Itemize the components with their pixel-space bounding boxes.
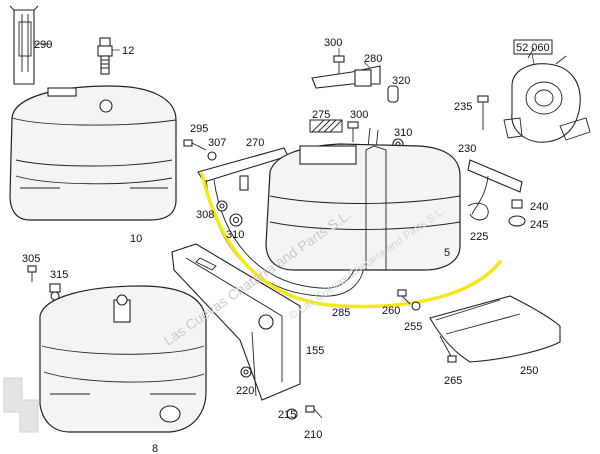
label-275: 275	[312, 109, 330, 121]
screw-300-mid	[347, 121, 359, 142]
screw-left-bracket	[239, 175, 249, 191]
label-295: 295	[190, 123, 208, 135]
label-320: 320	[392, 75, 410, 87]
bracket-155	[171, 243, 301, 401]
label-240: 240	[530, 201, 548, 213]
screw-305	[27, 265, 37, 282]
fuel-tank-8	[39, 285, 207, 433]
label-255: 255	[404, 321, 422, 333]
washer-220	[240, 366, 252, 378]
screw-265	[439, 335, 457, 363]
washer-310-left	[229, 213, 243, 227]
nut-315	[49, 283, 61, 301]
screw-260	[397, 289, 411, 305]
label-310-left: 310	[226, 229, 244, 241]
label-230: 230	[458, 143, 476, 155]
bracket-290	[9, 5, 39, 85]
label-10: 10	[130, 233, 142, 245]
pad-275	[309, 119, 343, 133]
pump-assembly-52060	[503, 39, 591, 143]
fuel-tank-10	[9, 85, 177, 221]
label-5: 5	[444, 247, 450, 259]
bracket-280	[311, 65, 381, 89]
heat-shield-250	[429, 295, 561, 363]
label-250: 250	[520, 365, 538, 377]
washer-255	[411, 301, 421, 311]
washer-308	[216, 200, 228, 212]
screw-295	[183, 139, 207, 151]
label-235: 235	[454, 101, 472, 113]
label-300-mid: 300	[350, 109, 368, 121]
label-310-top: 310	[394, 127, 412, 139]
label-270: 270	[246, 137, 264, 149]
spacer-320	[387, 85, 399, 103]
fuel-tank-5	[265, 143, 461, 271]
label-260: 260	[382, 305, 400, 317]
label-305: 305	[22, 253, 40, 265]
highlight-curve	[200, 172, 502, 309]
label-315: 315	[50, 269, 68, 281]
washer-215	[286, 408, 298, 420]
label-215: 215	[278, 409, 296, 421]
label-308: 308	[196, 209, 214, 221]
label-225: 225	[470, 231, 488, 243]
label-155: 155	[306, 345, 324, 357]
washer-307	[207, 151, 217, 161]
grommet-245	[508, 215, 526, 227]
label-210: 210	[304, 429, 322, 441]
label-245: 245	[530, 219, 548, 231]
label-307: 307	[208, 137, 226, 149]
label-52060: 52 060	[516, 42, 550, 54]
label-290: 290	[34, 39, 52, 51]
screw-210	[305, 405, 323, 419]
label-285: 285	[332, 307, 350, 319]
bracket-230	[467, 159, 523, 215]
label-12: 12	[122, 45, 134, 57]
sender-unit-12	[97, 37, 113, 75]
screw-235	[477, 95, 489, 130]
label-300-top: 300	[324, 37, 342, 49]
label-8: 8	[152, 443, 158, 454]
nut-240	[511, 199, 523, 209]
label-280: 280	[364, 53, 382, 65]
clip-225	[467, 202, 489, 221]
watermark-logo	[3, 377, 39, 433]
label-220: 220	[236, 385, 254, 397]
label-265: 265	[444, 375, 462, 387]
